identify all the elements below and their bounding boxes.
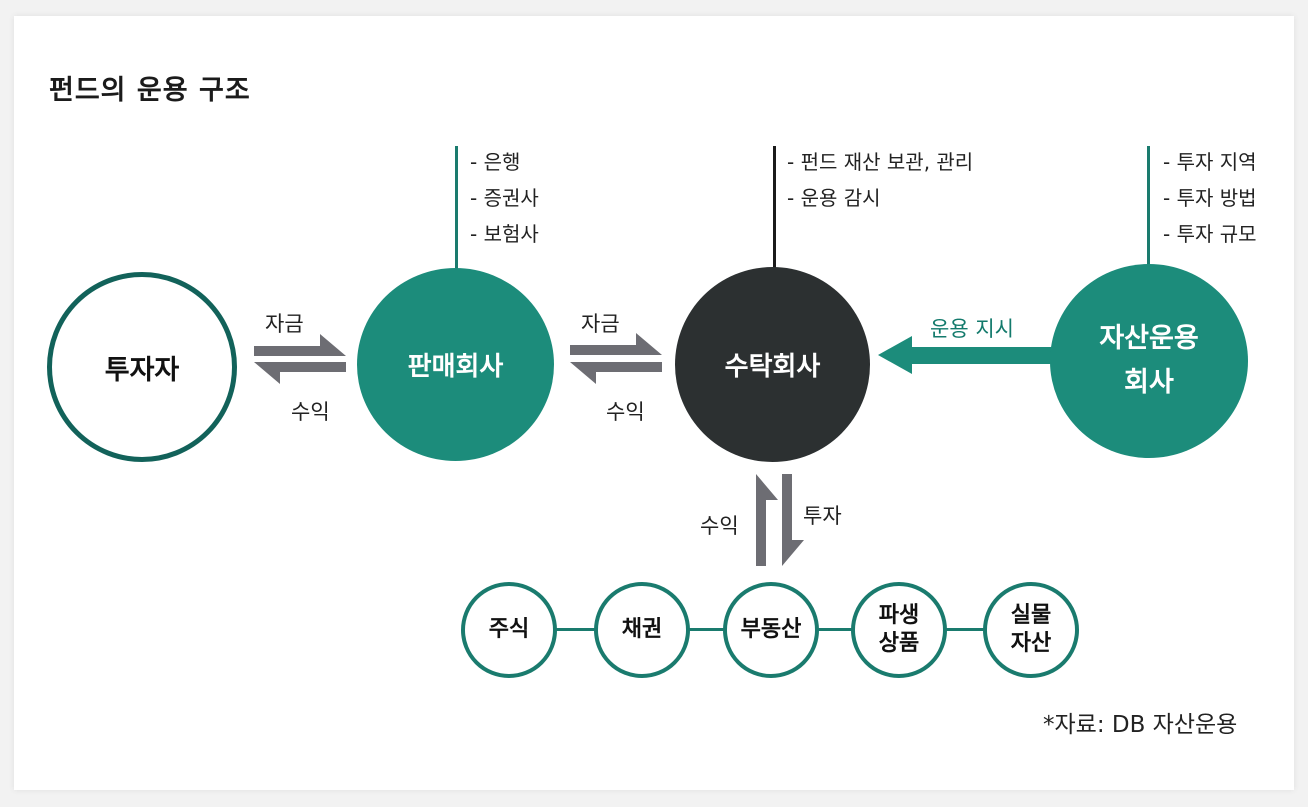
asset-label: 채권	[621, 617, 663, 642]
seller-node: 판매회사	[357, 268, 554, 461]
returns-label: 수익	[606, 400, 645, 424]
source-note: *자료: DB 자산운용	[1043, 712, 1238, 738]
seller-note-item: - 은행	[470, 150, 521, 174]
returns-label: 수익	[700, 514, 739, 538]
trustee-note-item: - 운용 감시	[787, 186, 881, 210]
asset-label: 부동산	[740, 617, 802, 642]
asset-bond: 채권	[594, 582, 690, 678]
funds-arrow-right-icon	[254, 334, 346, 356]
asset-manager-note-item: - 투자 규모	[1163, 222, 1257, 246]
seller-label: 판매회사	[407, 352, 504, 382]
funds-label: 자금	[581, 312, 620, 336]
asset-manager-note-item: - 투자 방법	[1163, 186, 1257, 210]
asset-stock: 주식	[461, 582, 557, 678]
trustee-note-item: - 펀드 재산 보관, 관리	[787, 150, 974, 174]
diagram-title: 펀드의 운용 구조	[49, 75, 251, 106]
trustee-label: 수탁회사	[724, 352, 821, 382]
asset-manager-label-line2: 회사	[1124, 367, 1174, 398]
asset-connector	[555, 628, 596, 631]
asset-manager-notes: - 투자 지역 - 투자 방법 - 투자 규모	[1163, 144, 1257, 252]
instruction-label: 운용 지시	[930, 317, 1014, 341]
seller-note-line	[455, 146, 458, 270]
invest-arrow-down-icon	[782, 474, 804, 566]
returns-arrow-left-icon	[254, 362, 346, 384]
asset-label-line1: 파생	[878, 603, 920, 628]
asset-manager-note-line	[1147, 146, 1150, 266]
asset-real-estate: 부동산	[723, 582, 819, 678]
seller-note-item: - 보험사	[470, 222, 539, 246]
asset-label-line2: 상품	[878, 631, 920, 656]
invest-label: 투자	[803, 504, 842, 528]
trustee-node: 수탁회사	[675, 267, 870, 462]
investor-node: 투자자	[47, 272, 237, 462]
seller-notes: - 은행 - 증권사 - 보험사	[470, 144, 539, 252]
funds-label: 자금	[265, 312, 304, 336]
returns-arrow-up-icon	[756, 474, 778, 566]
returns-arrow-left-icon	[570, 362, 662, 384]
trustee-note-line	[773, 146, 776, 269]
asset-manager-label-line1: 자산운용	[1099, 323, 1199, 354]
asset-manager-note-item: - 투자 지역	[1163, 150, 1257, 174]
asset-connector	[817, 628, 853, 631]
investor-label: 투자자	[104, 354, 180, 386]
asset-derivatives: 파생 상품	[851, 582, 947, 678]
trustee-notes: - 펀드 재산 보관, 관리 - 운용 감시	[787, 144, 973, 216]
returns-label: 수익	[291, 400, 330, 424]
asset-label-line2: 자산	[1010, 631, 1052, 656]
asset-connector	[688, 628, 725, 631]
seller-note-item: - 증권사	[470, 186, 539, 210]
asset-manager-node: 자산운용 회사	[1050, 264, 1248, 458]
asset-connector	[945, 628, 985, 631]
asset-physical: 실물 자산	[983, 582, 1079, 678]
funds-arrow-right-icon	[570, 333, 662, 355]
instruction-arrow-left-icon	[878, 336, 1052, 374]
asset-label: 주식	[488, 617, 530, 642]
asset-label-line1: 실물	[1010, 603, 1052, 628]
